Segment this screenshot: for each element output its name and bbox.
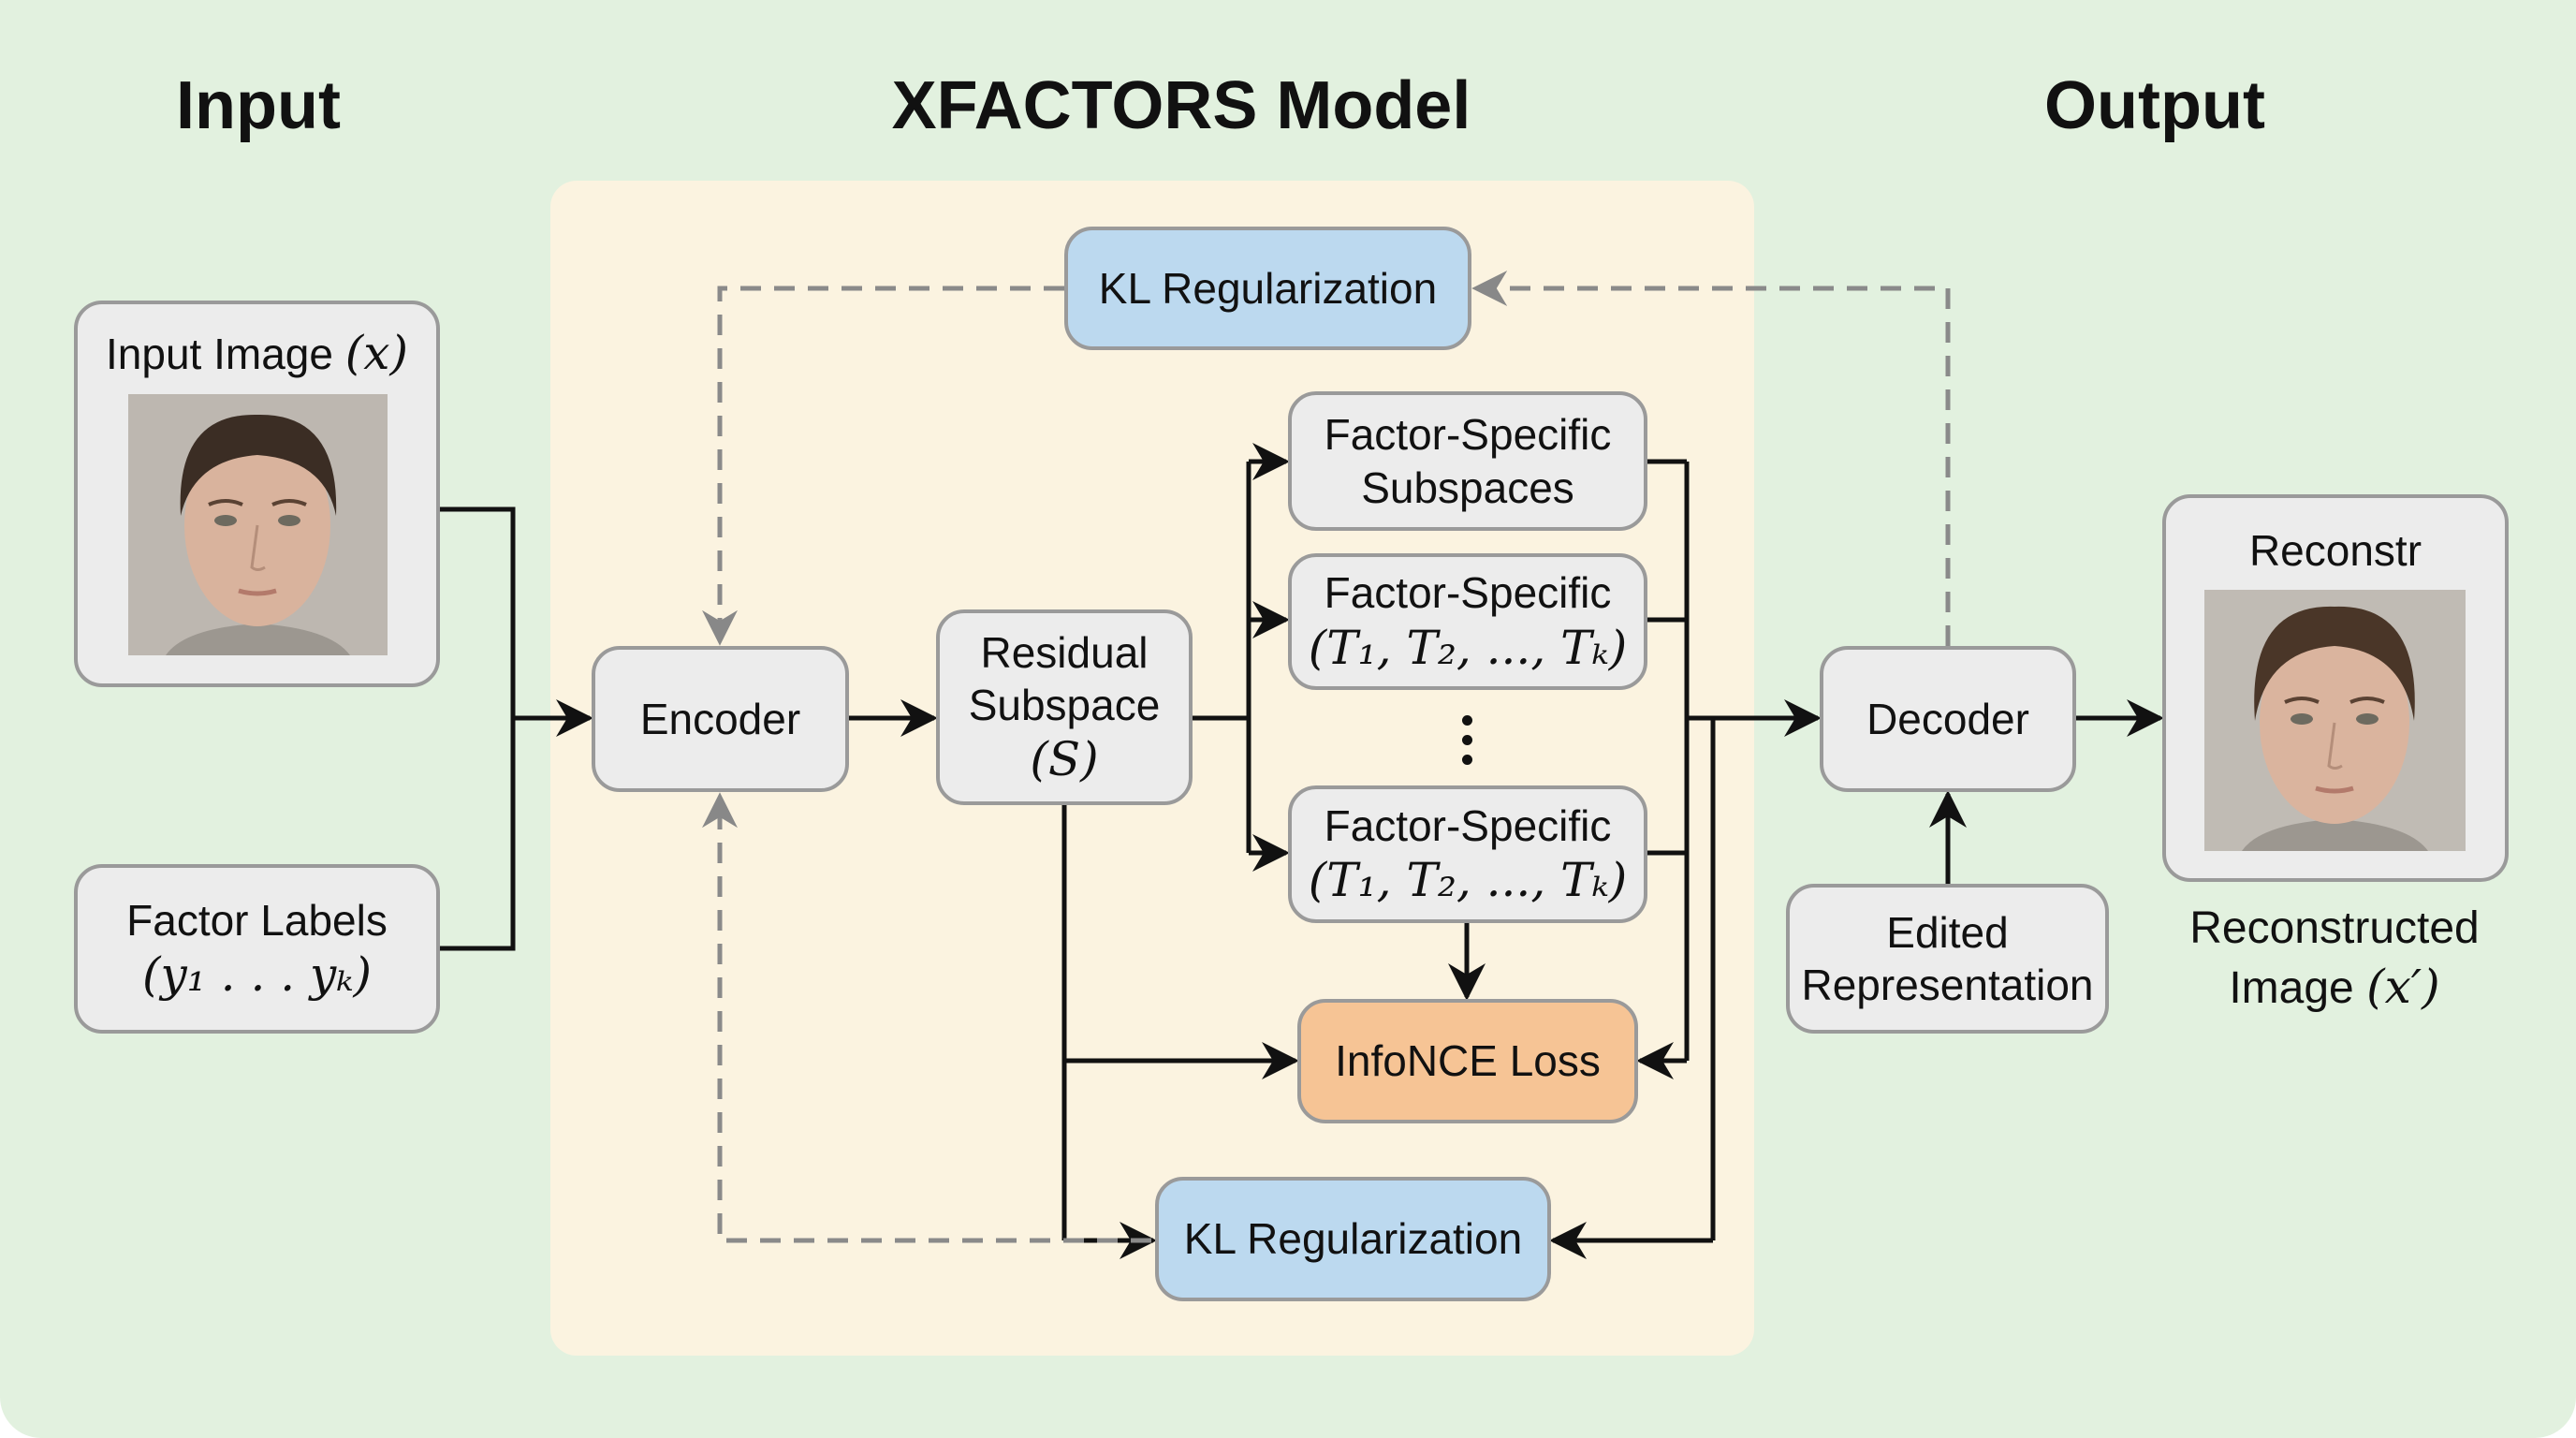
input-face-image bbox=[128, 394, 388, 655]
fs0-line2: Subspaces bbox=[1361, 462, 1574, 512]
encoder-label: Encoder bbox=[639, 694, 801, 743]
edited-representation-box: Edited Representation bbox=[1786, 884, 2109, 1034]
caption-line2: Image bbox=[2229, 962, 2354, 1013]
factor-labels-title: Factor Labels bbox=[126, 895, 388, 945]
dashed-kl-bottom-to-encoder bbox=[702, 792, 1151, 1243]
reconstructed-box-label: Reconstr bbox=[2248, 526, 2422, 575]
edited-line1: Edited bbox=[1886, 907, 2009, 957]
heading-model: XFACTORS Model bbox=[891, 68, 1471, 143]
fsk-line1: Factor-Specific bbox=[1324, 800, 1612, 850]
ellipsis-dot bbox=[1462, 755, 1472, 765]
fs1-line1: Factor-Specific bbox=[1324, 568, 1612, 618]
fsk-line2: (T₁, T₂, ..., Tₖ) bbox=[1308, 853, 1628, 908]
factor-specific-box-1: Factor-Specific (T₁, T₂, ..., Tₖ) bbox=[1288, 553, 1647, 690]
residual-math: (S) bbox=[1030, 732, 1099, 787]
fs0-line1: Factor-Specific bbox=[1324, 410, 1612, 460]
face-illustration bbox=[128, 394, 388, 655]
ellipsis-dot bbox=[1462, 715, 1472, 726]
decoder-box: Decoder bbox=[1820, 646, 2076, 792]
input-image-math: (x) bbox=[344, 326, 408, 380]
dashed-decoder-to-kl-top bbox=[1471, 271, 1951, 646]
infonce-loss-box: InfoNCE Loss bbox=[1297, 999, 1638, 1123]
caption-line1: Reconstructed bbox=[2189, 903, 2480, 953]
factor-labels-box: Factor Labels (y₁ . . . yₖ) bbox=[74, 864, 440, 1034]
caption-math: (x′) bbox=[2366, 959, 2440, 1014]
heading-output: Output bbox=[2044, 68, 2265, 143]
fs1-line2: (T₁, T₂, ..., Tₖ) bbox=[1308, 620, 1628, 675]
factor-labels-math: (y₁ . . . yₖ) bbox=[141, 947, 373, 1003]
residual-line2: Subspace bbox=[968, 681, 1161, 729]
encoder-box: Encoder bbox=[592, 646, 849, 792]
factor-specific-box-k: Factor-Specific (T₁, T₂, ..., Tₖ) bbox=[1288, 785, 1647, 923]
residual-subspace-box: Residual Subspace (S) bbox=[936, 609, 1193, 805]
kl-regularization-bottom: KL Regularization bbox=[1155, 1177, 1551, 1301]
dashed-kl-top-to-encoder bbox=[702, 286, 1064, 646]
decoder-label: Decoder bbox=[1866, 694, 2029, 743]
input-image-label: Input Image (x) bbox=[106, 325, 408, 382]
factor-specific-subspaces-box: Factor-Specific Subspaces bbox=[1288, 391, 1647, 531]
reconstructed-caption: Reconstructed Image (x′) bbox=[2189, 901, 2480, 1018]
vertical-ellipsis-icon bbox=[1462, 715, 1472, 765]
kl-bottom-label: KL Regularization bbox=[1183, 1214, 1523, 1264]
ellipsis-dot bbox=[1462, 735, 1472, 745]
edited-line2: Representation bbox=[1801, 961, 2094, 1009]
input-image-label-text: Input Image bbox=[106, 330, 333, 378]
kl-top-label: KL Regularization bbox=[1098, 263, 1438, 313]
face-illustration bbox=[2204, 590, 2466, 851]
caption-line2-wrap: Image (x′) bbox=[2189, 958, 2480, 1018]
reconstructed-face-image bbox=[2204, 590, 2466, 851]
wire-input-image bbox=[440, 506, 516, 951]
residual-line1: Residual bbox=[980, 627, 1149, 677]
heading-input: Input bbox=[176, 68, 341, 143]
infonce-label: InfoNCE Loss bbox=[1335, 1036, 1601, 1086]
kl-regularization-top: KL Regularization bbox=[1064, 227, 1471, 350]
